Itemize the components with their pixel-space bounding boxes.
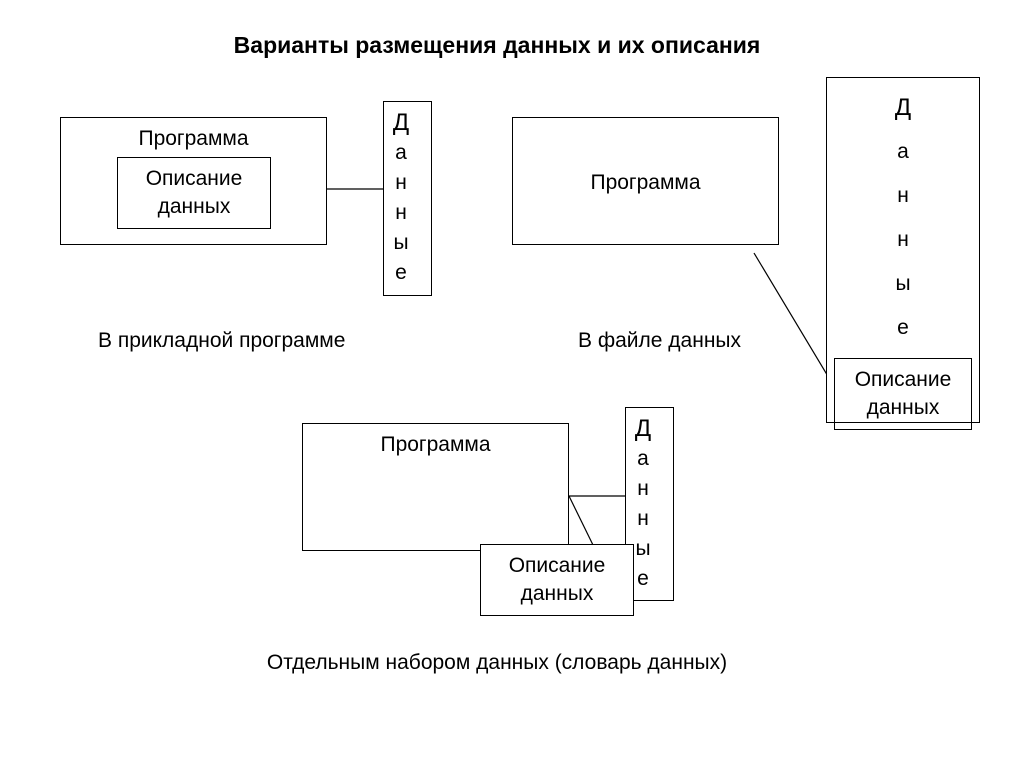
- v1-description-line1: Описание: [145, 167, 243, 190]
- v3-description-line2: данных: [520, 582, 594, 605]
- v1-data-letter: а: [395, 141, 407, 164]
- v2-program-label: Программа: [590, 171, 701, 194]
- v2-data-letter: н: [897, 184, 909, 207]
- v2-description-line1: Описание: [854, 368, 952, 391]
- v1-description-box: [117, 157, 271, 229]
- v1-description-label: Описание данных: [117, 165, 271, 221]
- v2-caption: В файле данных: [578, 329, 742, 352]
- v2-program-box: [512, 117, 779, 245]
- v1-data-letter: Д: [392, 109, 410, 136]
- v3-description-label: Описание данных: [480, 552, 634, 608]
- v3-description-box: [480, 544, 634, 616]
- v3-data-letter: Д: [634, 415, 652, 442]
- v2-data-letters: Д а н н ы е: [826, 86, 980, 350]
- v2-data-letter: а: [897, 140, 909, 163]
- v2-description-box: [834, 358, 972, 430]
- v3-caption: Отдельным набором данных (словарь данных…: [266, 651, 728, 674]
- v3-program-box: [302, 423, 569, 551]
- page-title: Варианты размещения данных и их описания: [233, 32, 761, 58]
- v3-data-letter: е: [637, 567, 649, 590]
- v2-data-column: [826, 77, 980, 423]
- v1-caption: В прикладной программе: [98, 329, 346, 352]
- v3-data-letter: н: [637, 477, 649, 500]
- v1-data-letter: ы: [393, 231, 409, 254]
- v2-data-letter: е: [897, 316, 909, 339]
- v1-data-letters: Д а н н ы е: [383, 108, 419, 288]
- v3-description-line1: Описание: [508, 554, 606, 577]
- v2-data-letter: н: [897, 228, 909, 251]
- connector-v2-program-to-description: [753, 252, 836, 389]
- connector-v3-program-to-description: [568, 495, 594, 546]
- v3-program-label: Программа: [380, 433, 491, 456]
- v2-description-line2: данных: [866, 396, 940, 419]
- v2-description-label: Описание данных: [834, 366, 972, 422]
- v3-data-letter: ы: [635, 537, 651, 560]
- v1-description-line2: данных: [157, 195, 231, 218]
- v1-data-letter: н: [395, 171, 407, 194]
- v1-data-column: [383, 101, 432, 296]
- v3-data-letters: Д а н н ы е: [625, 414, 661, 594]
- v3-data-letter: а: [637, 447, 649, 470]
- v1-data-letter: е: [395, 261, 407, 284]
- v3-data-letter: н: [637, 507, 649, 530]
- v1-data-letter: н: [395, 201, 407, 224]
- v2-data-letter: ы: [895, 272, 911, 295]
- v1-program-label: Программа: [138, 127, 249, 150]
- v2-data-letter: Д: [894, 94, 912, 121]
